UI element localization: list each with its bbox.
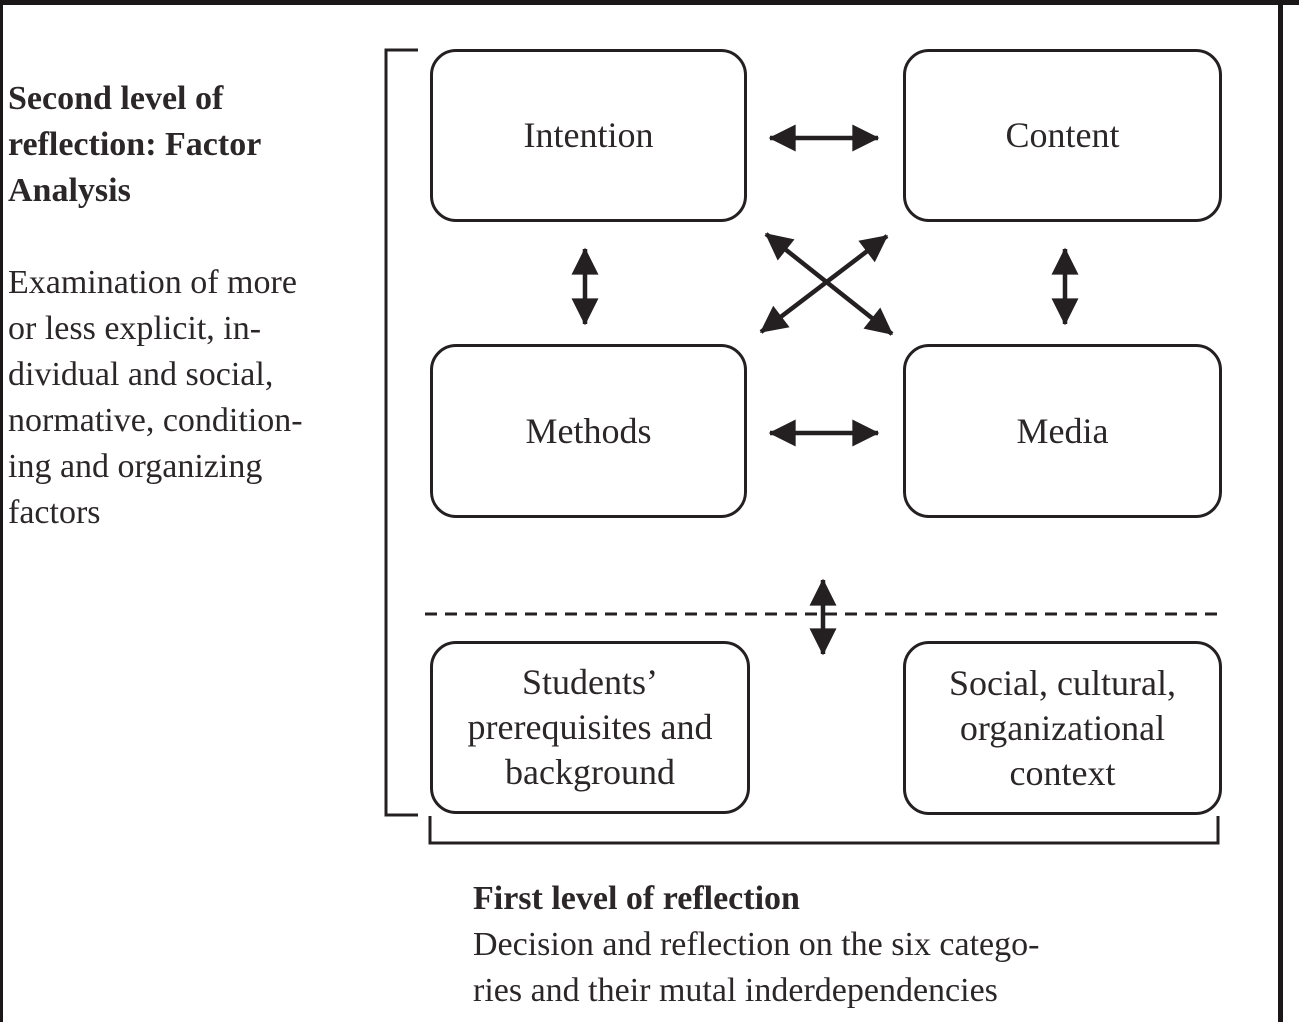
box-content-label: Content [1005, 115, 1120, 155]
box-methods: Methods [430, 344, 747, 518]
page-border-left [0, 0, 3, 1022]
page-border-top [0, 0, 1299, 5]
caption-title: First level of reflection [473, 880, 800, 917]
side-note-body: Examination of more or less explicit, in… [8, 264, 303, 531]
side-note-second-level: Second level of reflection: Factor Analy… [8, 30, 380, 582]
arrow-content-methods-cross [759, 234, 889, 334]
box-students-prerequisites: Students’ prerequisites and background [430, 641, 750, 814]
caption-body: Decision and reflection on the six categ… [473, 926, 1040, 1009]
box-intention: Intention [430, 49, 747, 222]
box-methods-label: Methods [525, 410, 652, 451]
box-intention-label: Intention [523, 115, 654, 155]
box-media-label: Media [1016, 410, 1109, 451]
box-content: Content [903, 49, 1222, 222]
box-media: Media [903, 344, 1222, 518]
first-level-bracket [428, 816, 1220, 845]
box-social-context: Social, cultural, organizational context [903, 641, 1222, 815]
second-level-bracket [384, 48, 418, 817]
side-note-title: Second level of reflection: Factor Analy… [8, 80, 262, 209]
box-context-label: Social, cultural, organizational context [949, 662, 1176, 793]
page-border-right [1278, 0, 1283, 1022]
first-level-caption: First level of reflection Decision and r… [473, 876, 1213, 1014]
arrow-intention-media-cross [764, 232, 894, 336]
box-students-label: Students’ prerequisites and background [467, 662, 713, 792]
